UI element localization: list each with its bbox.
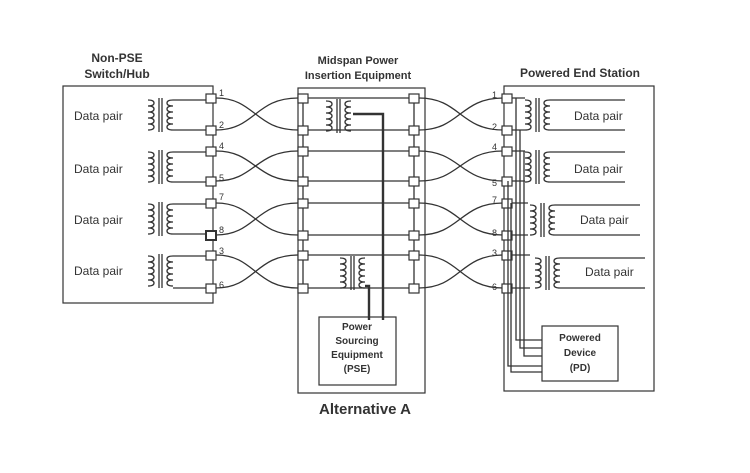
pd-box: Powered Device (PD) [541,325,619,382]
pin-number: 1 [492,90,497,100]
midspan-internals [297,93,420,294]
pin-number: 8 [219,225,224,235]
switch-pin-numbers: 1 2 4 5 7 8 3 6 [219,88,224,290]
switch-label-line2: Switch/Hub [84,67,149,81]
station-internals: Data pair Data pair Data pair Data pair [507,97,645,373]
midspan-label-line2: Insertion Equipment [305,70,412,82]
station-terminals [501,93,513,294]
switch-pair-label: Data pair [74,213,123,227]
switch-pair-label: Data pair [74,162,123,176]
station-label: Powered End Station [520,66,640,80]
midspan-transformer-bottom [340,256,365,290]
switch-pair-label: Data pair [74,264,123,278]
switch-transformer [148,150,173,184]
pin-number: 2 [219,120,224,130]
station-box [503,85,655,392]
pin-number: 5 [219,173,224,183]
midspan-transformer-top [326,99,351,133]
station-transformer [530,203,555,237]
pd-label-line1: Powered [559,333,601,344]
pin-number: 3 [219,246,224,256]
pin-number: 6 [492,282,497,292]
pse-label-line1: Power [342,322,372,333]
switch-transformer [148,98,173,132]
pse-label-line4: (PSE) [344,364,371,375]
switch-label-line1: Non-PSE [91,51,142,65]
pse-label-line3: Equipment [331,350,383,361]
switch-box [62,85,214,304]
station-transformer [525,98,550,132]
pse-feed-lines [353,112,385,320]
cable-midspan-to-station [418,97,504,289]
switch-transformer [148,254,173,288]
switch-terminals [205,93,217,294]
pse-box: Power Sourcing Equipment (PSE) [318,316,397,386]
diagram-title: Alternative A [319,401,411,418]
pd-label-line3: (PD) [570,363,591,374]
pin-number: 4 [219,141,224,151]
switch-transformer [148,202,173,236]
pin-number: 2 [492,122,497,132]
pin-number: 3 [492,248,497,258]
station-pair-label: Data pair [580,213,629,227]
pin-number: 7 [219,192,224,202]
pin-number: 4 [492,142,497,152]
switch-pairs: Data pair Data pair Data pair Data pair [74,98,206,289]
pin-number: 6 [219,280,224,290]
station-transformer [525,150,550,184]
pse-label-line2: Sourcing [335,336,378,347]
midspan-box [297,87,426,394]
station-pin-numbers: 1 2 4 5 7 8 3 6 [492,90,497,292]
pin-number: 8 [492,228,497,238]
pin-number: 1 [219,88,224,98]
switch-pair-label: Data pair [74,109,123,123]
station-pair-label: Data pair [585,265,634,279]
station-pair-label: Data pair [574,162,623,176]
pd-label-line2: Device [564,348,597,359]
midspan-label-line1: Midspan Power [318,55,399,67]
cable-switch-to-midspan [215,97,299,289]
pin-number: 5 [492,178,497,188]
station-pair-label: Data pair [574,109,623,123]
station-transformer [535,256,560,290]
pin-number: 7 [492,195,497,205]
